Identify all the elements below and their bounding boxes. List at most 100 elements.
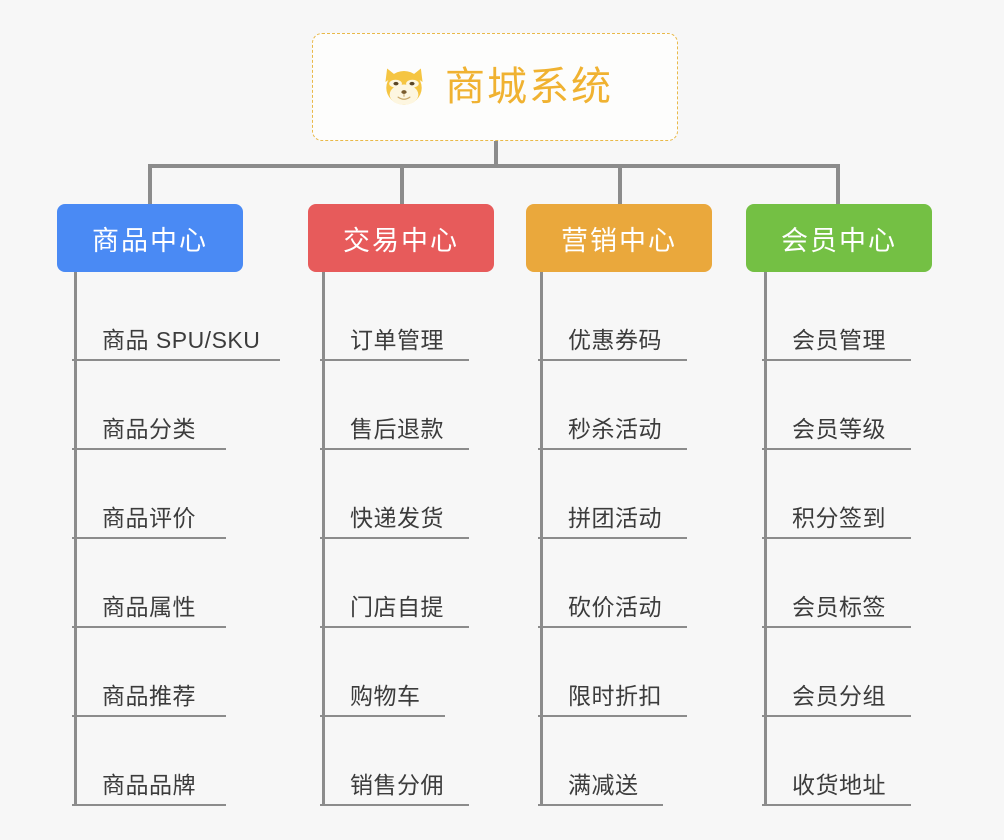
leaf-item[interactable]: 商品分类 <box>57 361 347 450</box>
root-title: 商城系统 <box>445 65 613 109</box>
leaf-item[interactable]: 拼团活动 <box>526 450 786 539</box>
leaf-label: 会员分组 <box>792 683 886 709</box>
leaf-rule <box>320 448 469 450</box>
leaf-rule <box>538 537 687 539</box>
leaf-rule <box>72 715 226 717</box>
leaf-list-shangpin: 商品 SPU/SKU 商品分类 商品评价 商品属性 商品推荐 商品品牌 <box>57 272 347 806</box>
leaf-label: 砍价活动 <box>568 594 662 620</box>
leaf-rule <box>320 804 469 806</box>
category-header-jiaoyi[interactable]: 交易中心 <box>308 204 494 272</box>
shiba-dog-emoji <box>377 60 431 114</box>
leaf-item[interactable]: 商品品牌 <box>57 717 347 806</box>
leaf-rule <box>320 537 469 539</box>
leaf-item[interactable]: 砍价活动 <box>526 539 786 628</box>
leaf-rule <box>72 537 226 539</box>
category-title: 会员中心 <box>781 225 897 256</box>
leaf-item[interactable]: 限时折扣 <box>526 628 786 717</box>
leaf-item[interactable]: 商品属性 <box>57 539 347 628</box>
leaf-rule <box>762 359 911 361</box>
leaf-rule <box>538 448 687 450</box>
leaf-list-jiaoyi: 订单管理 售后退款 快递发货 门店自提 购物车 销售分佣 <box>308 272 568 806</box>
leaf-rule <box>762 804 911 806</box>
leaf-label: 销售分佣 <box>350 772 444 798</box>
leaf-rule <box>538 715 687 717</box>
leaf-label: 购物车 <box>350 683 421 709</box>
leaf-item[interactable]: 优惠券码 <box>526 272 786 361</box>
leaf-label: 商品属性 <box>102 594 196 620</box>
leaf-item[interactable]: 商品推荐 <box>57 628 347 717</box>
leaf-rule <box>762 626 911 628</box>
leaf-label: 商品推荐 <box>102 683 196 709</box>
leaf-rule <box>72 626 226 628</box>
leaf-label: 收货地址 <box>792 772 886 798</box>
connector-drop-4 <box>836 164 840 204</box>
category-header-shangpin[interactable]: 商品中心 <box>57 204 243 272</box>
leaf-label: 会员标签 <box>792 594 886 620</box>
leaf-rule <box>72 359 280 361</box>
leaf-rule <box>320 359 469 361</box>
leaf-rule <box>762 448 911 450</box>
leaf-label: 售后退款 <box>350 416 444 442</box>
leaf-item[interactable]: 积分签到 <box>746 450 1004 539</box>
leaf-spine <box>322 272 325 806</box>
leaf-label: 商品分类 <box>102 416 196 442</box>
category-title: 商品中心 <box>92 225 208 256</box>
category-header-yingxiao[interactable]: 营销中心 <box>526 204 712 272</box>
leaf-item[interactable]: 订单管理 <box>308 272 568 361</box>
leaf-item[interactable]: 快递发货 <box>308 450 568 539</box>
category-column-shangpin: 商品中心 商品 SPU/SKU 商品分类 商品评价 商品属性 商品推荐 <box>57 204 347 806</box>
leaf-item[interactable]: 会员分组 <box>746 628 1004 717</box>
leaf-label: 会员管理 <box>792 327 886 353</box>
leaf-spine <box>764 272 767 806</box>
leaf-label: 快递发货 <box>350 505 444 531</box>
leaf-rule <box>538 804 663 806</box>
category-column-yingxiao: 营销中心 优惠券码 秒杀活动 拼团活动 砍价活动 限时折扣 <box>526 204 786 806</box>
leaf-rule <box>538 359 687 361</box>
leaf-item[interactable]: 会员等级 <box>746 361 1004 450</box>
connector-bus <box>148 164 840 168</box>
leaf-label: 秒杀活动 <box>568 416 662 442</box>
leaf-spine <box>540 272 543 806</box>
leaf-item[interactable]: 商品 SPU/SKU <box>57 272 347 361</box>
category-title: 营销中心 <box>561 225 677 256</box>
leaf-item[interactable]: 销售分佣 <box>308 717 568 806</box>
leaf-label: 商品 SPU/SKU <box>102 327 261 353</box>
leaf-rule <box>762 537 911 539</box>
leaf-label: 满减送 <box>568 772 639 798</box>
root-node[interactable]: 商城系统 <box>312 33 678 141</box>
leaf-rule <box>762 715 911 717</box>
leaf-label: 订单管理 <box>350 327 444 353</box>
leaf-label: 商品品牌 <box>102 772 196 798</box>
leaf-list-huiyuan: 会员管理 会员等级 积分签到 会员标签 会员分组 收货地址 <box>746 272 1004 806</box>
leaf-rule <box>538 626 687 628</box>
leaf-label: 积分签到 <box>792 505 886 531</box>
category-column-huiyuan: 会员中心 会员管理 会员等级 积分签到 会员标签 会员分组 <box>746 204 1004 806</box>
leaf-rule <box>72 804 226 806</box>
leaf-item[interactable]: 门店自提 <box>308 539 568 628</box>
connector-drop-2 <box>400 164 404 204</box>
leaf-item[interactable]: 收货地址 <box>746 717 1004 806</box>
leaf-item[interactable]: 秒杀活动 <box>526 361 786 450</box>
leaf-item[interactable]: 商品评价 <box>57 450 347 539</box>
leaf-list-yingxiao: 优惠券码 秒杀活动 拼团活动 砍价活动 限时折扣 满减送 <box>526 272 786 806</box>
leaf-rule <box>320 626 469 628</box>
category-column-jiaoyi: 交易中心 订单管理 售后退款 快递发货 门店自提 购物车 <box>308 204 568 806</box>
leaf-item[interactable]: 会员标签 <box>746 539 1004 628</box>
leaf-label: 会员等级 <box>792 416 886 442</box>
leaf-rule <box>72 448 226 450</box>
connector-drop-3 <box>618 164 622 204</box>
leaf-rule <box>320 715 445 717</box>
leaf-item[interactable]: 购物车 <box>308 628 568 717</box>
leaf-label: 商品评价 <box>102 505 196 531</box>
leaf-label: 优惠券码 <box>568 327 662 353</box>
leaf-label: 拼团活动 <box>568 505 662 531</box>
leaf-spine <box>74 272 77 806</box>
leaf-item[interactable]: 会员管理 <box>746 272 1004 361</box>
category-header-huiyuan[interactable]: 会员中心 <box>746 204 932 272</box>
connector-root-stub <box>494 141 498 167</box>
connector-drop-1 <box>148 164 152 204</box>
leaf-label: 门店自提 <box>350 594 444 620</box>
leaf-item[interactable]: 售后退款 <box>308 361 568 450</box>
leaf-item[interactable]: 满减送 <box>526 717 786 806</box>
